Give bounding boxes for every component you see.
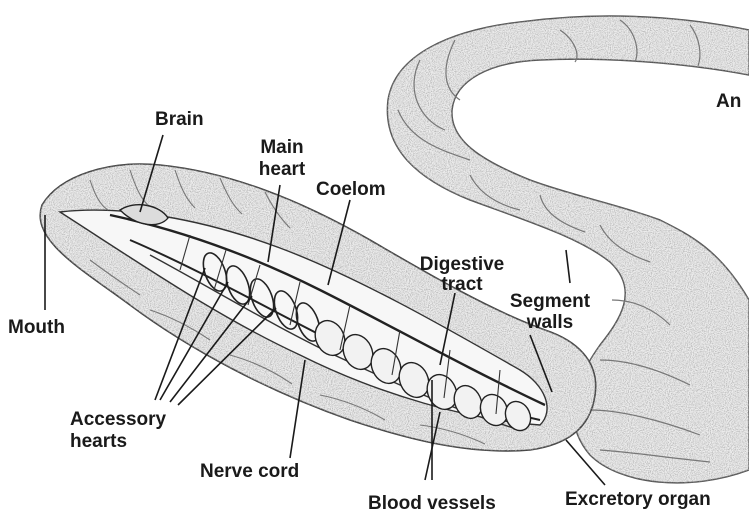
label-main-heart-line1: Main <box>250 138 314 158</box>
label-blood-vessels: Blood vessels <box>368 494 496 514</box>
label-nerve-cord: Nerve cord <box>200 462 299 482</box>
label-segment-walls-line2: walls <box>494 313 606 333</box>
leader-segment-walls-upper <box>566 250 570 283</box>
label-accessory-hearts-line2: hearts <box>70 432 127 452</box>
label-coelom: Coelom <box>316 180 386 200</box>
label-digestive-tract-line1: Digestive <box>412 255 512 275</box>
label-mouth: Mouth <box>8 318 65 338</box>
label-brain: Brain <box>155 110 204 130</box>
label-segment-walls-line1: Segment <box>494 292 606 312</box>
label-main-heart-line2: heart <box>250 160 314 180</box>
label-excretory-organ: Excretory organ <box>565 490 711 510</box>
label-accessory-hearts-line1: Accessory <box>70 410 166 430</box>
label-cropped: An <box>716 92 741 112</box>
